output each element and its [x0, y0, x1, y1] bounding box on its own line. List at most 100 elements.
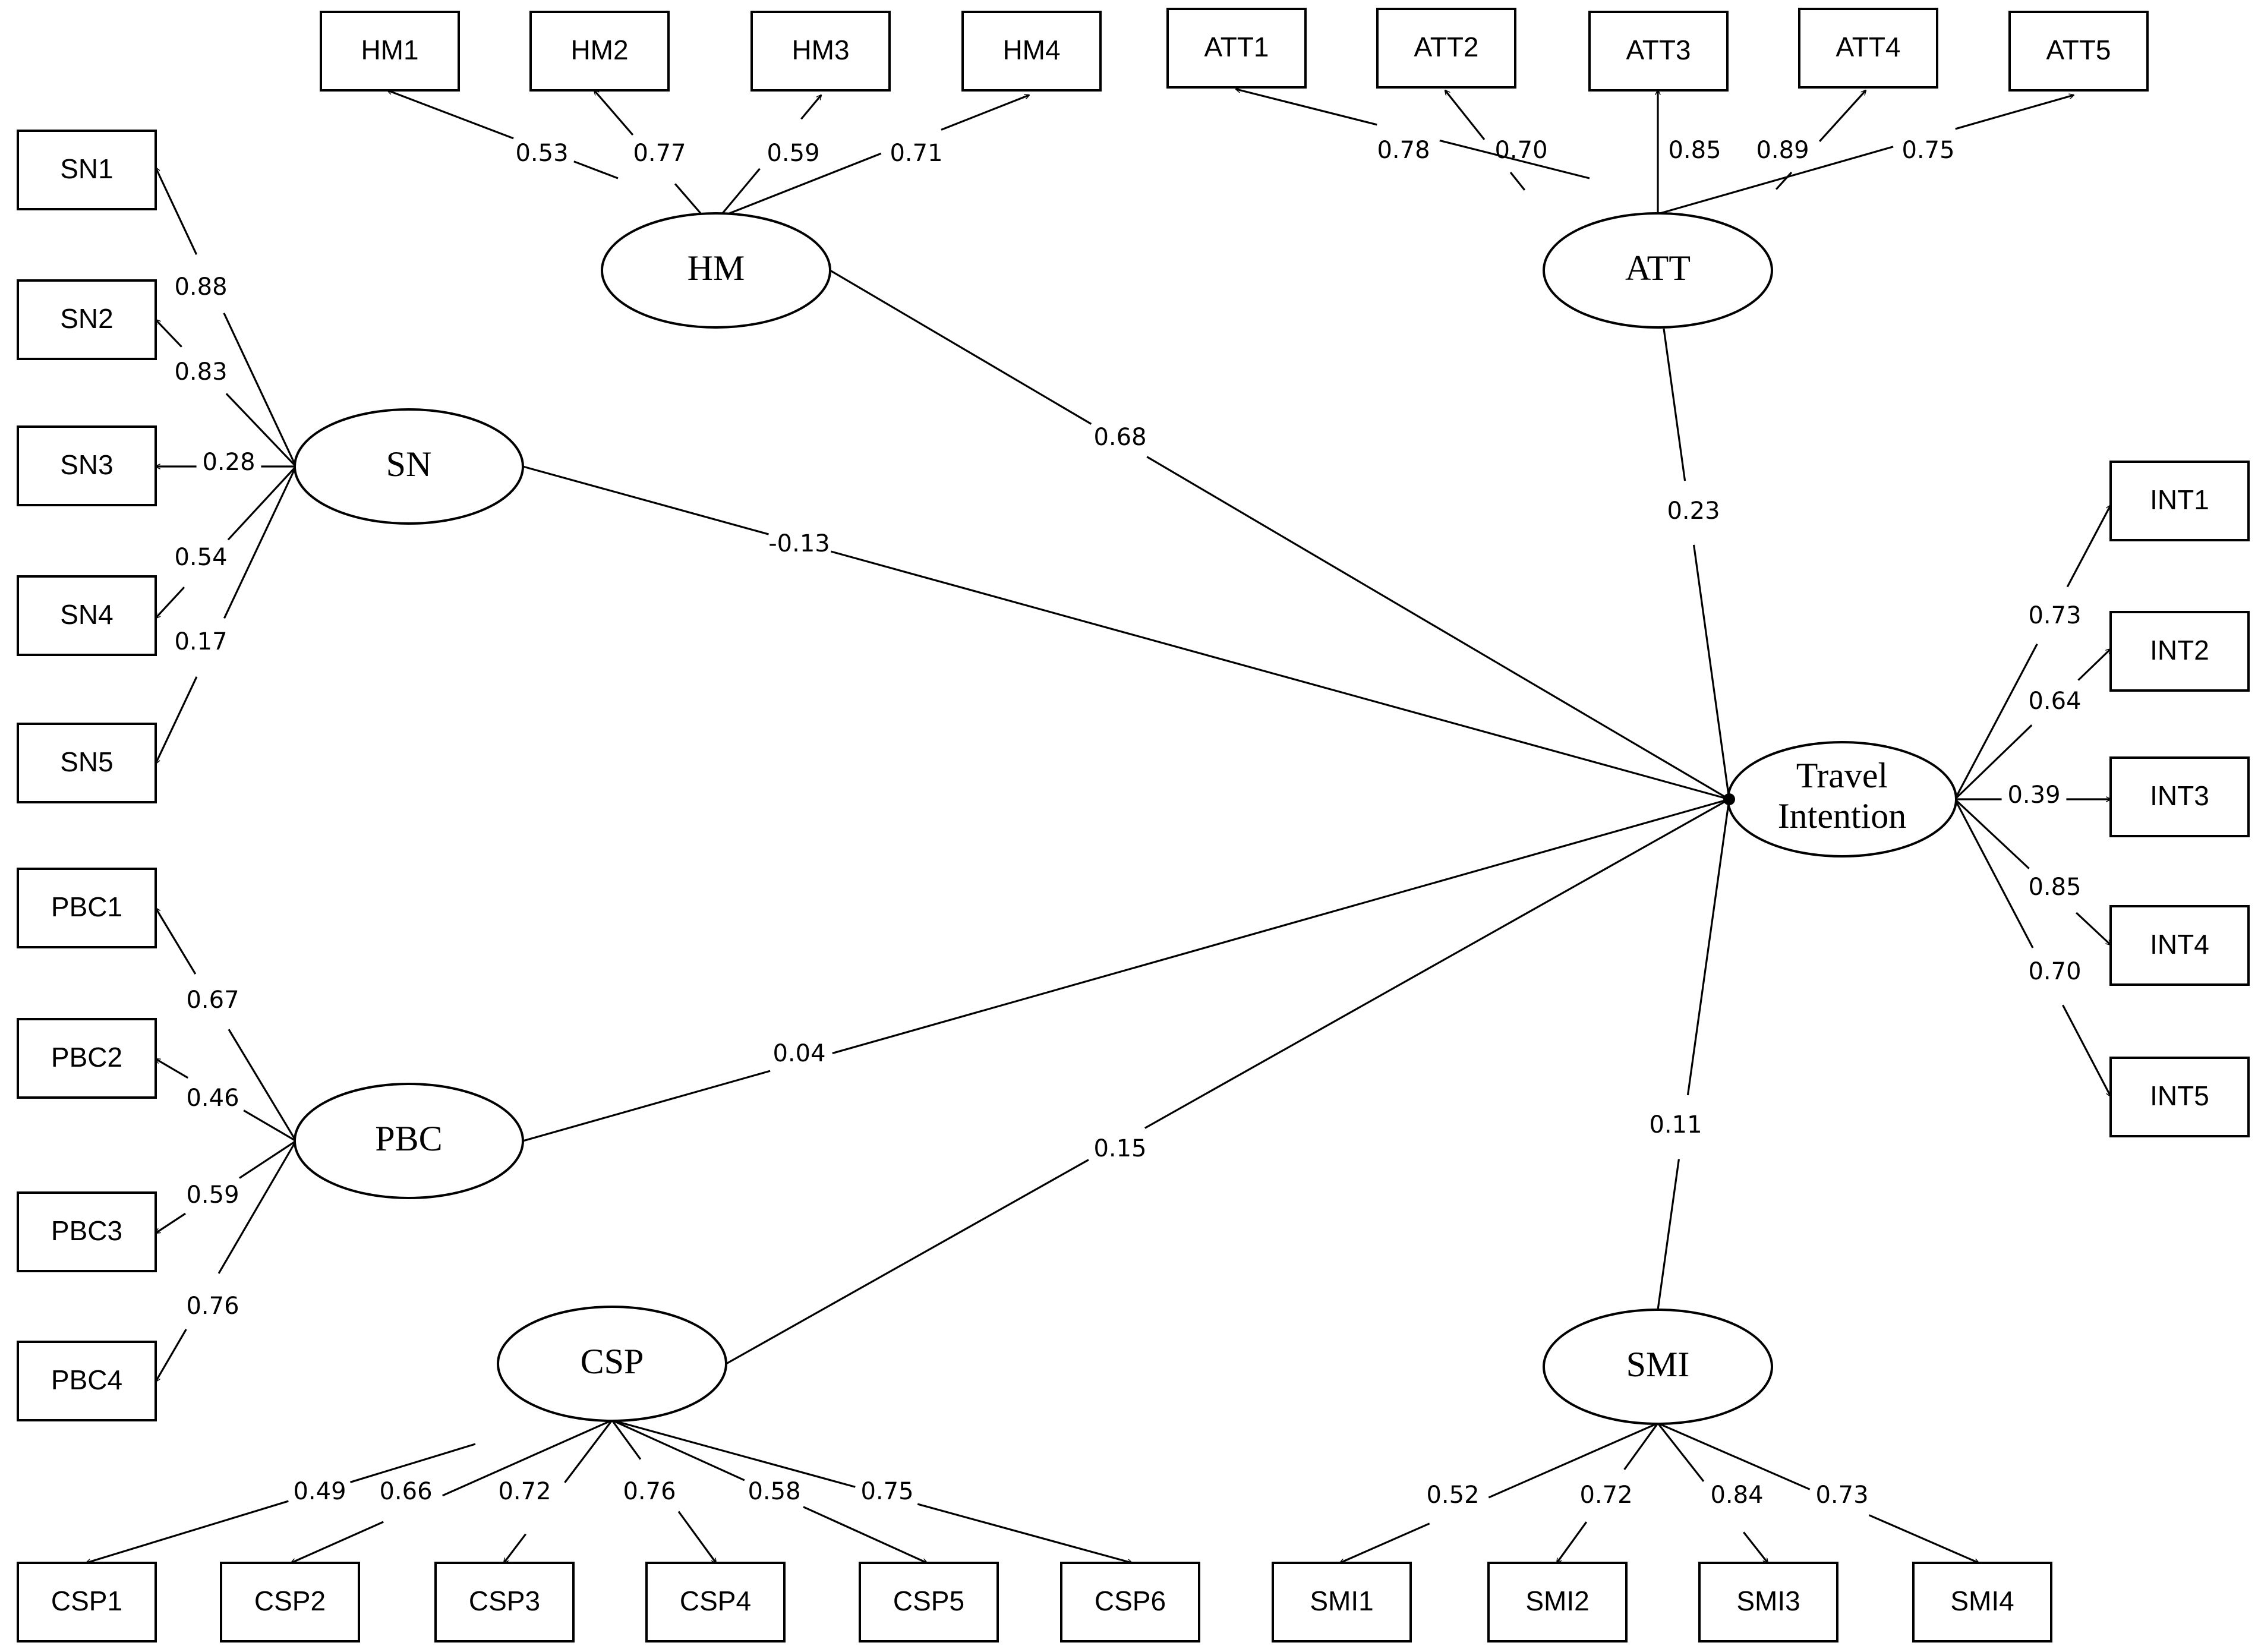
indicator-label-smi2: SMI2 — [1525, 1585, 1589, 1616]
indicator-label-csp5: CSP5 — [893, 1585, 964, 1616]
loading-arrow-int1-segment-b — [2066, 505, 2112, 588]
indicator-pbc1: PBC1 — [17, 868, 157, 948]
loading-arrow-hm1-segment-a — [573, 160, 619, 179]
indicator-box-hm2 — [529, 11, 670, 92]
indicator-pbc3: PBC3 — [17, 1191, 157, 1272]
indicator-box-int1 — [2109, 461, 2250, 541]
indicator-label-pbc4: PBC4 — [51, 1364, 122, 1395]
indicator-label-att5: ATT5 — [2046, 34, 2111, 65]
indicator-smi1: SMI1 — [1272, 1562, 1412, 1642]
loading-arrow-int2-segment-a — [1954, 724, 2033, 800]
loading-arrow-csp2-segment-a — [442, 1419, 613, 1497]
loading-arrow-csp2-segment-b — [291, 1521, 384, 1563]
loading-arrow-pbc2-segment-b — [156, 1058, 189, 1079]
path-line-pbc-to-ti-segment-a — [522, 1070, 771, 1142]
indicator-att5: ATT5 — [2008, 11, 2149, 92]
loading-arrow-hm2-segment-a — [674, 183, 702, 215]
loading-arrow-pbc3-segment-b — [156, 1212, 186, 1233]
path-line-att-to-ti-segment-a — [1663, 328, 1686, 481]
indicator-pbc2: PBC2 — [17, 1018, 157, 1099]
indicator-box-att4 — [1798, 8, 1938, 89]
indicator-box-sn1 — [17, 130, 157, 210]
path-line-smi-to-ti-segment-b — [1686, 799, 1730, 1096]
indicator-sn3: SN3 — [17, 425, 157, 506]
indicator-label-sn2: SN2 — [60, 303, 113, 334]
indicator-label-hm4: HM4 — [1002, 34, 1060, 65]
indicator-box-pbc3 — [17, 1191, 157, 1272]
loading-arrow-pbc1-segment-b — [154, 908, 197, 975]
indicator-box-pbc2 — [17, 1018, 157, 1099]
latent-label-ti-line-2: Intention — [1778, 796, 1907, 836]
indicator-box-att5 — [2008, 11, 2149, 92]
loading-arrow-hm3-segment-a — [721, 168, 761, 215]
indicator-att2: ATT2 — [1376, 8, 1516, 89]
indicator-box-att1 — [1166, 8, 1307, 89]
latent-csp: CSP — [497, 1306, 727, 1422]
indicator-box-smi1 — [1272, 1562, 1412, 1642]
loading-arrow-sn1-segment-b — [154, 168, 198, 256]
loading-arrow-att4-segment-b — [1818, 90, 1866, 142]
loading-arrow-smi1-segment-a — [1488, 1422, 1658, 1499]
path-line-att-to-ti-segment-b — [1692, 544, 1730, 800]
indicator-label-smi3: SMI3 — [1736, 1585, 1800, 1616]
indicator-smi3: SMI3 — [1698, 1562, 1838, 1642]
path-line-pbc-to-ti-segment-b — [832, 798, 1730, 1055]
latent-sn: SN — [294, 408, 524, 525]
indicator-att4: ATT4 — [1798, 8, 1938, 89]
latent-att: ATT — [1543, 212, 1773, 329]
indicator-label-csp4: CSP4 — [680, 1585, 751, 1616]
loading-arrow-csp5-segment-a — [611, 1419, 745, 1481]
indicator-box-pbc1 — [17, 868, 157, 948]
loading-value-sn4: 0.54 — [174, 544, 227, 571]
indicator-label-att2: ATT2 — [1414, 31, 1478, 62]
indicator-label-hm1: HM1 — [361, 34, 418, 65]
indicator-att3: ATT3 — [1588, 11, 1729, 92]
path-coefficient-pbc: 0.04 — [772, 1040, 825, 1067]
loading-value-smi1: 0.52 — [1426, 1481, 1479, 1509]
indicator-box-sn2 — [17, 279, 157, 360]
loading-value-hm2: 0.77 — [633, 140, 686, 167]
loading-arrow-csp1-segment-b — [86, 1500, 289, 1563]
indicator-box-att3 — [1588, 11, 1729, 92]
loading-arrow-att5-segment-b — [1955, 95, 2074, 130]
indicator-box-csp5 — [859, 1562, 999, 1642]
loading-arrow-smi2-segment-b — [1557, 1521, 1588, 1563]
loading-value-smi3: 0.84 — [1710, 1481, 1763, 1509]
indicator-box-int4 — [2109, 905, 2250, 986]
loading-arrow-pbc4-segment-a — [217, 1140, 297, 1274]
indicator-label-sn4: SN4 — [60, 599, 113, 630]
indicator-att1: ATT1 — [1166, 8, 1307, 89]
indicator-csp6: CSP6 — [1060, 1562, 1200, 1642]
indicator-box-hm3 — [750, 11, 891, 92]
loading-arrow-att5-segment-a — [1657, 146, 1894, 215]
indicator-label-att4: ATT4 — [1836, 31, 1900, 62]
indicator-box-int5 — [2109, 1057, 2250, 1137]
loading-arrow-csp6-segment-a — [611, 1419, 856, 1488]
loading-arrow-pbc3-segment-a — [239, 1140, 297, 1179]
indicator-box-csp2 — [220, 1562, 360, 1642]
loading-arrow-csp3-segment-b — [504, 1533, 526, 1563]
indicator-label-hm3: HM3 — [791, 34, 849, 65]
latent-label-att: ATT — [1625, 248, 1691, 288]
loading-arrow-csp5-segment-b — [803, 1506, 927, 1563]
latent-pbc: PBC — [294, 1083, 524, 1199]
loading-arrow-csp4-segment-a — [611, 1420, 642, 1460]
loading-value-pbc1: 0.67 — [186, 986, 239, 1014]
loading-arrow-csp4-segment-b — [677, 1511, 716, 1563]
loading-arrow-pbc1-segment-a — [228, 1029, 297, 1142]
loading-value-int3: 0.39 — [2007, 781, 2060, 809]
loading-value-sn3: 0.28 — [202, 449, 255, 476]
latent-ellipse-att — [1543, 212, 1773, 329]
path-coefficient-smi: 0.11 — [1649, 1111, 1702, 1139]
loading-arrow-hm4-segment-b — [941, 95, 1029, 131]
indicator-smi2: SMI2 — [1487, 1562, 1628, 1642]
path-line-sn-to-ti-segment-b — [830, 550, 1730, 800]
loading-value-att2: 0.70 — [1494, 137, 1547, 164]
indicator-box-sn3 — [17, 425, 157, 506]
loading-arrow-sn5-segment-b — [154, 676, 198, 764]
indicator-box-smi4 — [1912, 1562, 2052, 1642]
latent-label-pbc: PBC — [375, 1119, 442, 1158]
path-line-hm-to-ti-segment-a — [830, 269, 1092, 425]
loading-value-smi2: 0.72 — [1579, 1481, 1632, 1509]
